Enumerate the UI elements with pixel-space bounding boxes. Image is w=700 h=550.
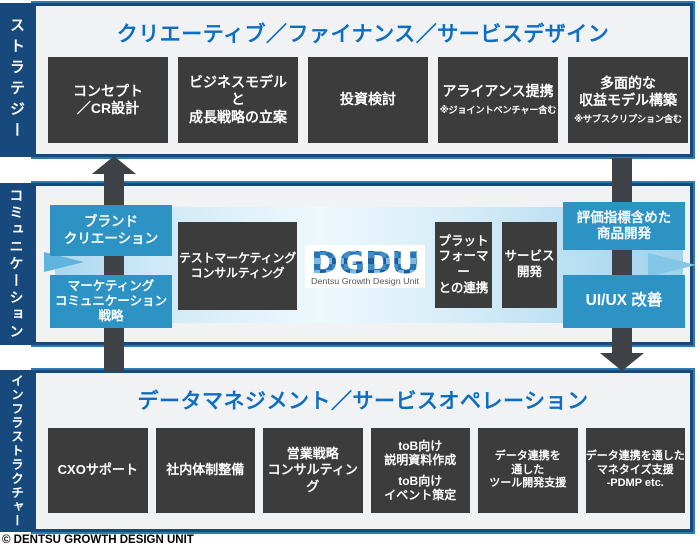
service-box-sales-consulting: 営業戦略 コンサルティング [263, 428, 363, 513]
service-box-tob: toB向け 説明資料作成 toB向け イベント策定 [370, 428, 470, 513]
service-box-line: UI/UX 改善 [585, 292, 663, 310]
service-box-line: 収益モデル構築 [579, 92, 677, 109]
service-box-line: アライアンス提携 [442, 83, 554, 100]
service-box-data-monetize: データ連携を通した マネタイズ支援 -PDMP etc. [585, 428, 685, 513]
service-box-service-dev: サービス 開発 [502, 222, 557, 308]
service-box-line: ビジネスモデル [189, 73, 287, 90]
strategy-title: クリエーティブ／ファイナンス／サービスデザイン [116, 23, 610, 46]
service-box-line: マーケティング [67, 279, 155, 293]
service-box-business-model: ビジネスモデル と 成長戦略の立案 [178, 57, 298, 143]
panel-communication: ブランド クリエーション マーケティング コミュニケーション 戦略 テストマーケ… [33, 183, 696, 345]
service-box-line: サービス [504, 249, 555, 264]
dgdu-logo: DGDU Dentsu Growth Design Unit [305, 245, 425, 288]
service-box-line: ／CR設計 [76, 100, 140, 116]
service-box-platformer: プラット フォーマー との連携 [435, 222, 492, 308]
service-box-line: コンサルティング [267, 462, 358, 494]
service-box-group: toB向け イベント策定 [384, 474, 456, 503]
service-box-line: ブランド [84, 214, 138, 230]
service-box-line: クリエーション [63, 230, 159, 246]
service-box-line: ツール開発支援 [489, 477, 567, 490]
side-label-strategy: ストラテジー [0, 3, 33, 157]
side-label-strategy-text: ストラテジー [8, 17, 25, 143]
service-box-cxo-support: CXOサポート [48, 428, 148, 513]
service-box-revenue-model: 多面的な 収益モデル構築 ※サブスクリプション含む [568, 57, 688, 143]
infrastructure-title: データマネジメント／サービスオペレーション [137, 390, 589, 413]
service-box-note: ※ジョイントベンチャー含む [439, 104, 557, 115]
service-box-line: コンセプト [73, 82, 143, 99]
service-box-note: ※サブスクリプション含む [574, 113, 682, 124]
service-box-line: 開発 [516, 265, 542, 279]
side-label-communication-text: コミュニケーション [8, 187, 25, 341]
service-box-test-marketing: テストマーケティング コンサルティング [178, 222, 297, 310]
service-box-line: 評価指標含めた [576, 209, 672, 225]
service-box-uiux: UI/UX 改善 [563, 275, 685, 328]
service-box-line: コミュニケーション [54, 294, 168, 308]
service-box-line: 成長戦略の立案 [189, 108, 287, 125]
service-box-line: 営業戦略 [286, 446, 339, 462]
service-box-line: CXOサポート [57, 462, 138, 478]
service-box-line: との連携 [438, 280, 489, 295]
service-box-line: toB向け [398, 438, 443, 453]
service-box-marcom-strategy: マーケティング コミュニケーション 戦略 [50, 275, 172, 328]
flow-arrow-up-shaft [104, 173, 124, 372]
service-box-line: toB向け [398, 473, 443, 488]
dgdu-logo-graphic: DGDU Dentsu Growth Design Unit [311, 246, 420, 286]
flow-arrow-up-icon [92, 156, 136, 174]
service-box-line: イベント策定 [384, 487, 457, 502]
service-box-internal-structure: 社内体制整備 [155, 428, 255, 513]
service-box-line: プラット [438, 233, 489, 248]
side-label-infrastructure: インフラストラクチャー [0, 370, 33, 532]
service-box-line: 多面的な [600, 74, 656, 91]
dgdu-logo-caption: Dentsu Growth Design Unit [311, 277, 420, 286]
service-box-alliance: アライアンス提携 ※ジョイントベンチャー含む [438, 57, 558, 143]
service-box-group: toB向け 説明資料作成 [384, 439, 456, 468]
service-box-line: と [231, 91, 245, 108]
strategy-box-row: コンセプト ／CR設計 ビジネスモデル と 成長戦略の立案 投資検討 アライアン… [48, 57, 688, 143]
side-label-infrastructure-text: インフラストラクチャー [9, 374, 23, 528]
service-box-line: 説明資料作成 [384, 453, 457, 468]
service-box-line: 通した [511, 463, 545, 476]
side-label-communication: コミュニケーション [0, 183, 33, 345]
panel-strategy: クリエーティブ／ファイナンス／サービスデザイン コンセプト ／CR設計 ビジネス… [33, 3, 693, 157]
service-box-investment: 投資検討 [308, 57, 428, 143]
service-box-line: 投資検討 [340, 91, 396, 108]
service-box-line: 商品開発 [597, 226, 651, 241]
dgdu-logo-acronym: DGDU [311, 246, 419, 281]
service-box-line: 戦略 [98, 309, 124, 323]
service-box-line: テストマーケティング [178, 251, 297, 265]
infrastructure-box-row: CXOサポート 社内体制整備 営業戦略 コンサルティング toB向け 説明資料作… [48, 428, 685, 513]
service-box-line: マネタイズ支援 [596, 463, 674, 476]
copyright-text: © DENTSU GROWTH DESIGN UNIT [2, 534, 194, 546]
service-box-line: -PDMP etc. [606, 477, 664, 490]
service-box-line: データ連携を [494, 449, 561, 462]
service-box-product-dev-kpi: 評価指標含めた 商品開発 [563, 202, 685, 250]
service-box-brand-creation: ブランド クリエーション [50, 205, 172, 256]
service-box-line: データ連携を通した [585, 449, 685, 462]
service-box-line: 社内体制整備 [166, 462, 245, 478]
flow-arrow-down-icon [600, 353, 644, 371]
panel-infrastructure: データマネジメント／サービスオペレーション CXOサポート 社内体制整備 営業戦… [33, 370, 693, 532]
service-box-concept-cr: コンセプト ／CR設計 [48, 57, 168, 143]
service-box-line: フォーマー [438, 249, 489, 279]
service-box-line: コンサルティング [190, 266, 285, 280]
service-box-data-tool-dev: データ連携を 通した ツール開発支援 [478, 428, 578, 513]
